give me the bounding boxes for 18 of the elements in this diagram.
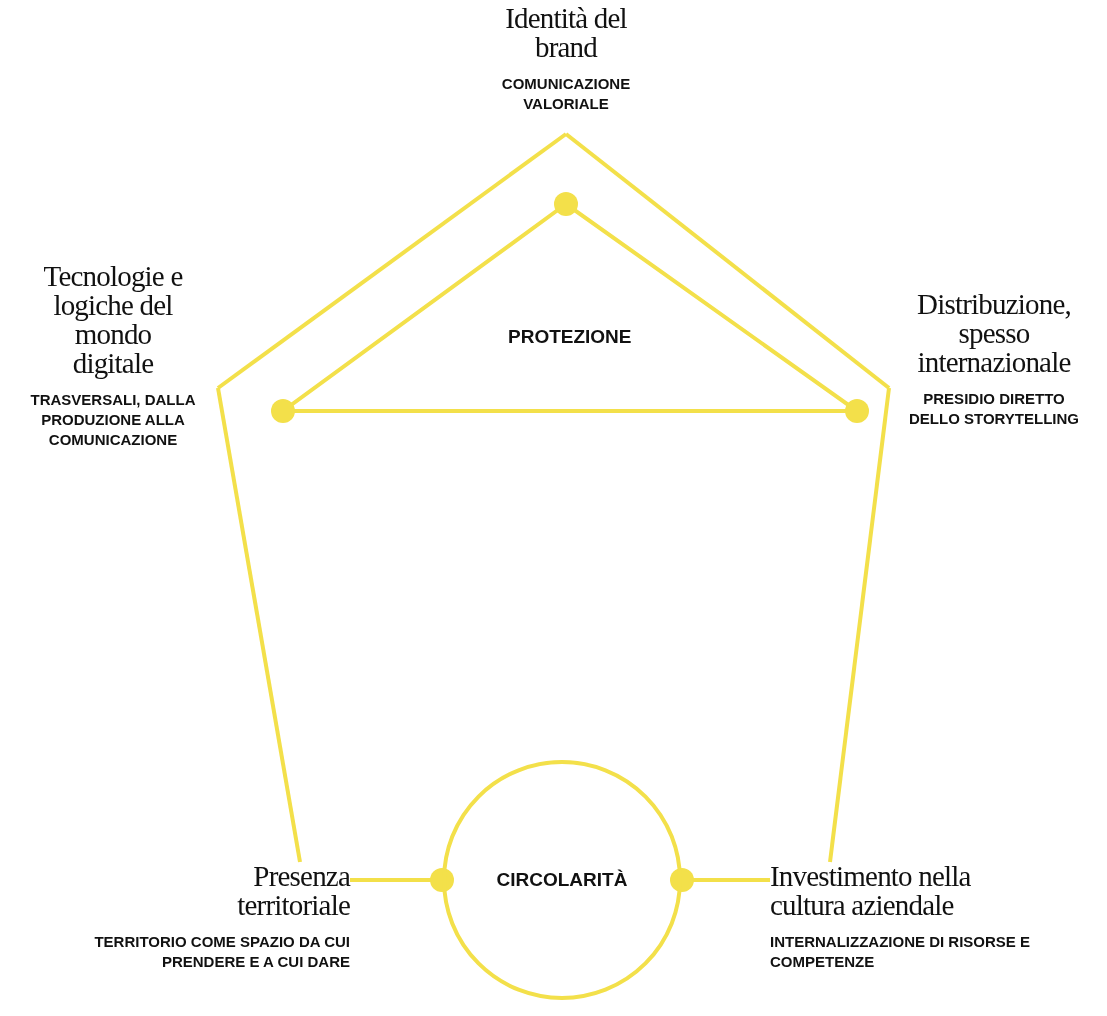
- connector-line: [828, 387, 891, 863]
- heading: Identità del brand: [504, 4, 628, 62]
- section-label: PROTEZIONE: [508, 326, 632, 348]
- section-label: CIRCOLARITÀ: [496, 869, 628, 891]
- description: INTERNALIZZAZIONE DI RISORSE E COMPETENZE: [770, 932, 1031, 972]
- dot-ended-line: [670, 868, 770, 892]
- description: TRASVERSALI, DALLA PRODUZIONE ALLA COMUNICAZIONE: [29, 390, 197, 450]
- connector-line: [216, 132, 568, 390]
- dot-ended-line: [350, 868, 454, 892]
- heading: Distribuzione, spesso internazionale: [916, 290, 1072, 377]
- heading: Presenza territoriale: [236, 862, 350, 920]
- connector-line: [216, 387, 302, 863]
- description: PRESIDIO DIRETTO DELLO STORYTELLING: [909, 389, 1079, 429]
- connector-line: [564, 132, 891, 390]
- heading: Investimento nella cultura aziendale: [770, 862, 972, 920]
- heading: Tecnologie e logiche del mondo digitale: [42, 262, 184, 378]
- description: COMUNICAZIONE VALORIALE: [500, 74, 632, 114]
- description: TERRITORIO COME SPAZIO DA CUI PRENDERE E A CUI DARE: [93, 932, 350, 972]
